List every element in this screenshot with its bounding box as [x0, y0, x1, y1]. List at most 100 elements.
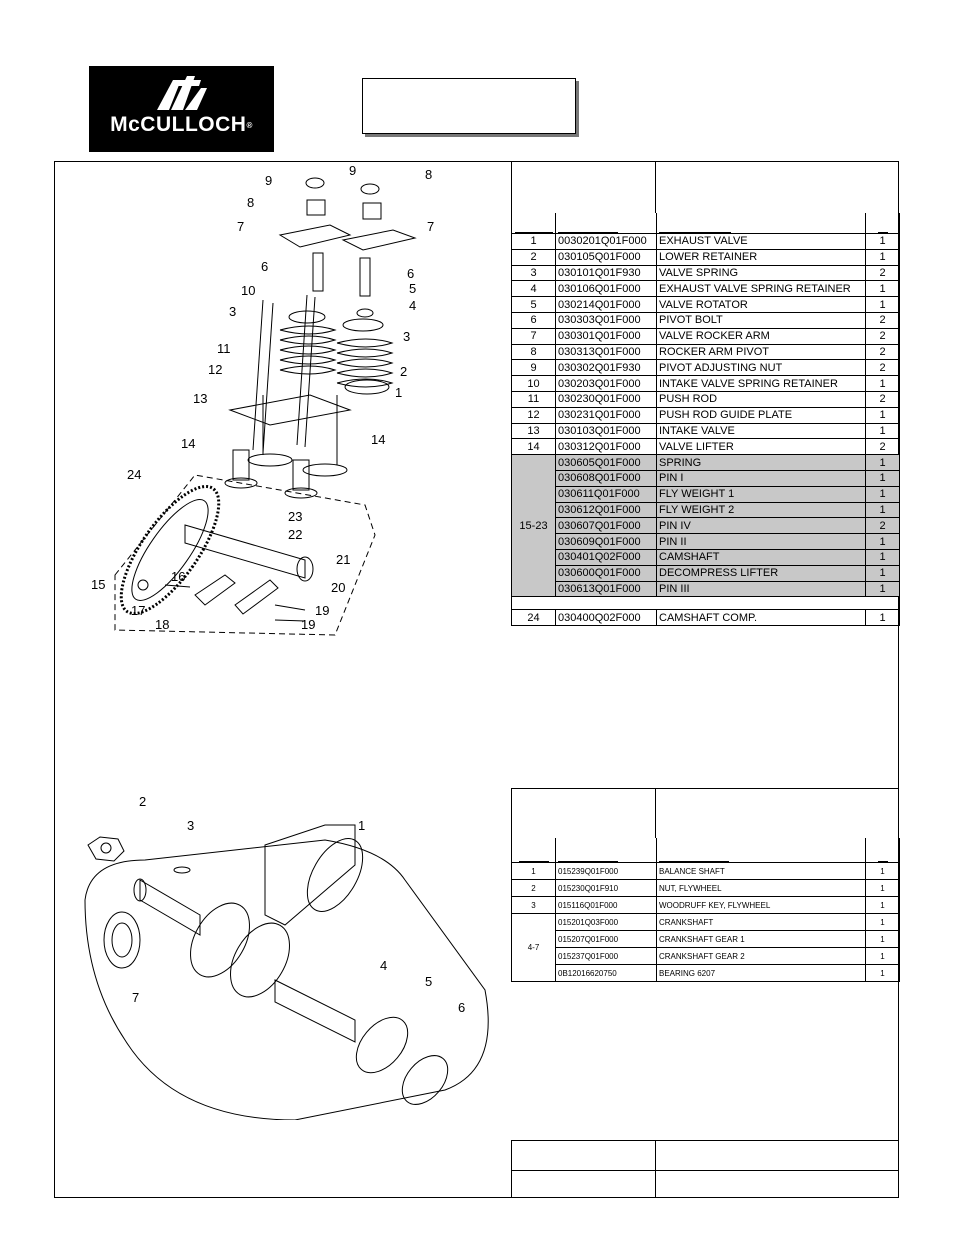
part-number-cell: 030607Q01F000	[555, 517, 657, 535]
qty-cell: 1	[865, 296, 900, 313]
part-number-cell: 030214Q01F000	[555, 296, 657, 313]
callout-3b: 3	[403, 329, 410, 344]
callout-11: 11	[217, 341, 231, 356]
part-number-cell: 030608Q01F000	[555, 469, 657, 487]
crank-callout-6: 6	[458, 1000, 465, 1015]
ref-cell: 13	[511, 422, 556, 440]
description-cell: EXHAUST VALVE SPRING RETAINER	[656, 280, 866, 298]
part-number-cell: 030400Q02F000	[555, 609, 657, 627]
callout-9a: 9	[265, 173, 272, 188]
group-ref-cell: 4-7	[511, 913, 556, 982]
qty-cell: 1	[865, 501, 900, 519]
callout-23: 23	[288, 509, 302, 524]
ref-cell: 12	[511, 406, 556, 424]
ref-cell: 9	[511, 359, 556, 377]
crank-callout-4: 4	[380, 958, 387, 973]
crank-callout-1: 1	[358, 818, 365, 833]
callout-10: 10	[241, 283, 255, 298]
callout-1: 1	[395, 385, 402, 400]
callout-12: 12	[208, 362, 222, 377]
part-number-cell: 030313Q01F000	[555, 343, 657, 361]
ref-cell: 1	[511, 862, 556, 880]
callout-19a: 19	[315, 603, 329, 618]
qty-cell: 2	[865, 264, 900, 282]
qty-cell: 2	[865, 517, 900, 535]
qty-cell: 1	[865, 375, 900, 392]
qty-cell: 1	[865, 280, 900, 298]
qty-cell: 2	[865, 390, 900, 408]
part-number-cell: 030611Q01F000	[555, 485, 657, 503]
description-cell: VALVE ROTATOR	[656, 296, 866, 313]
part-number-cell: 015239Q01F000	[555, 862, 657, 880]
qty-cell: 2	[865, 343, 900, 361]
qty-cell: 1	[865, 469, 900, 487]
description-cell: PIN I	[656, 469, 866, 487]
qty-cell: 1	[865, 913, 900, 931]
callout-8b: 8	[247, 195, 254, 210]
title-box	[362, 78, 576, 134]
crank-callout-7: 7	[132, 990, 139, 1005]
ref-cell: 4	[511, 280, 556, 298]
description-cell: PUSH ROD GUIDE PLATE	[656, 406, 866, 424]
qty-cell: 1	[865, 233, 900, 250]
crank-callout-2: 2	[139, 794, 146, 809]
spacer-cell	[511, 596, 900, 611]
qty-cell: 1	[865, 879, 900, 897]
part-number-cell: 030600Q01F000	[555, 564, 657, 582]
callout-6b: 6	[407, 266, 414, 281]
bottom-box-divider-v	[655, 1140, 656, 1198]
callout-17: 17	[131, 603, 145, 618]
part-number-cell: 015201Q03F000	[555, 913, 657, 931]
callout-7a: 7	[237, 219, 244, 234]
part-number-cell: 0B12016620750	[555, 964, 657, 982]
qty-cell: 1	[865, 964, 900, 982]
callout-14a: 14	[181, 436, 195, 451]
description-cell: PUSH ROD	[656, 390, 866, 408]
ref-cell: 2	[511, 248, 556, 266]
callout-4: 4	[409, 298, 416, 313]
ref-cell: 6	[511, 311, 556, 329]
qty-cell: 2	[865, 327, 900, 345]
part-number-cell: 030613Q01F000	[555, 580, 657, 598]
part-number-cell: 030312Q01F000	[555, 438, 657, 456]
description-cell: FLY WEIGHT 1	[656, 485, 866, 503]
part-number-cell: 015116Q01F000	[555, 896, 657, 914]
description-cell: CRANKSHAFT GEAR 1	[656, 930, 866, 948]
qty-cell: 1	[865, 248, 900, 266]
callout-14b: 14	[371, 432, 385, 447]
qty-cell: 1	[865, 485, 900, 503]
callout-21: 21	[336, 552, 350, 567]
callout-24: 24	[127, 467, 141, 482]
table1-header-divider	[655, 161, 656, 213]
part-number-cell: 030605Q01F000	[555, 454, 657, 471]
part-number-cell: 015230Q01F910	[555, 879, 657, 897]
mcculloch-logo: McCULLOCH®	[89, 66, 274, 152]
description-cell: VALVE LIFTER	[656, 438, 866, 456]
callout-16: 16	[171, 569, 185, 584]
registered-mark: ®	[246, 120, 253, 130]
description-cell: BALANCE SHAFT	[656, 862, 866, 880]
qty-cell: 2	[865, 311, 900, 329]
part-number-cell: 030302Q01F930	[555, 359, 657, 377]
part-number-cell: 030401Q02F000	[555, 548, 657, 566]
description-cell: ROCKER ARM PIVOT	[656, 343, 866, 361]
qty-cell: 1	[865, 422, 900, 440]
ref-cell: 14	[511, 438, 556, 456]
